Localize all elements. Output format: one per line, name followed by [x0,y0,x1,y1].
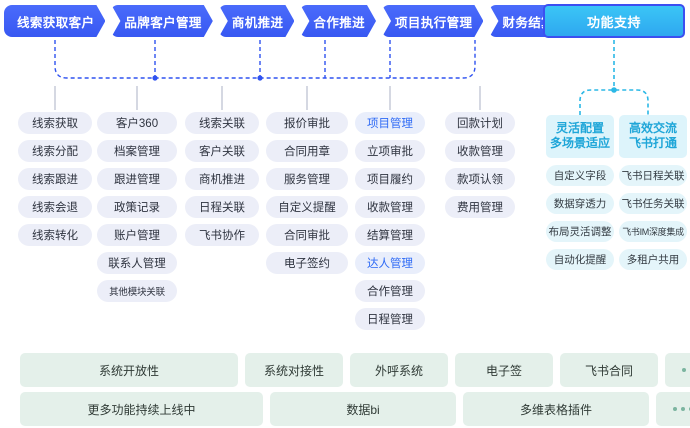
pill-item[interactable]: 合作管理 [355,280,425,302]
support-header[interactable]: 功能支持 [543,4,685,38]
band-cell[interactable]: 电子签 [455,353,553,387]
pill-item[interactable]: 项目管理 [355,112,425,134]
flow-stage-4[interactable]: 合作推进 [300,5,376,37]
flow-stage-1[interactable]: 线索获取客户 [4,5,105,37]
pill-item[interactable]: 跟进管理 [97,168,177,190]
support-pill-item[interactable]: 布局灵活调整 [546,221,614,242]
flow-stage-3[interactable]: 商机推进 [219,5,295,37]
pill-item[interactable]: 服务管理 [266,168,348,190]
pill-item[interactable]: 线索跟进 [18,168,92,190]
ellipsis-icon [682,368,690,372]
pill-item[interactable]: 线索会退 [18,196,92,218]
support-pill-item[interactable]: 飞书IM深度集成 [619,221,687,242]
pill-item[interactable]: 收款管理 [355,196,425,218]
more-options-button[interactable] [656,392,690,426]
pill-item[interactable]: 项目履约 [355,168,425,190]
pill-item[interactable]: 合同审批 [266,224,348,246]
more-options-button[interactable] [665,353,690,387]
support-pill-item[interactable]: 自定义字段 [546,165,614,186]
pill-item[interactable]: 日程关联 [185,196,259,218]
pill-item[interactable]: 联系人管理 [97,252,177,274]
column-lead-acquisition: 线索获取线索分配线索跟进线索会退线索转化 [18,112,92,246]
pill-item[interactable]: 回款计划 [445,112,515,134]
band-cell[interactable]: 系统开放性 [20,353,238,387]
flow-stage-5[interactable]: 项目执行管理 [382,5,483,37]
pill-item[interactable]: 客户关联 [185,140,259,162]
pill-item[interactable]: 商机推进 [185,168,259,190]
support-card-title-line1: 高效交流 [628,121,677,135]
pill-item[interactable]: 线索关联 [185,112,259,134]
support-pill-item[interactable]: 飞书任务关联 [619,193,687,214]
pill-item[interactable]: 款项认领 [445,168,515,190]
pill-item[interactable]: 报价审批 [266,112,348,134]
support-card-header[interactable]: 高效交流飞书打通 [619,115,687,158]
pill-item[interactable]: 达人管理 [355,252,425,274]
pill-item[interactable]: 档案管理 [97,140,177,162]
support-column-flexible-config: 灵活配置多场景适应自定义字段数据穿透力布局灵活调整自动化提醒 [546,115,614,270]
support-card-title-line2: 飞书打通 [628,136,677,150]
band-cell[interactable]: 系统对接性 [245,353,343,387]
pill-item[interactable]: 客户360 [97,112,177,134]
process-flow: 线索获取客户 品牌客户管理 商机推进 合作推进 项目执行管理 财务结算 [4,5,574,37]
pill-item[interactable]: 收款管理 [445,140,515,162]
support-pill-item[interactable]: 数据穿透力 [546,193,614,214]
pill-item[interactable]: 日程管理 [355,308,425,330]
pill-item[interactable]: 政策记录 [97,196,177,218]
support-pill-item[interactable]: 多租户共用 [619,249,687,270]
support-card-title-line2: 多场景适应 [550,136,611,150]
pill-item[interactable]: 飞书协作 [185,224,259,246]
pill-item[interactable]: 立项审批 [355,140,425,162]
bottom-row-openness: 系统开放性系统对接性外呼系统电子签飞书合同 [20,353,690,387]
support-pill-item[interactable]: 自动化提醒 [546,249,614,270]
pill-item[interactable]: 线索转化 [18,224,92,246]
pill-item[interactable]: 线索获取 [18,112,92,134]
band-cell[interactable]: 数据bi [270,392,456,426]
pill-item[interactable]: 电子签约 [266,252,348,274]
band-cell[interactable]: 多维表格插件 [463,392,649,426]
pill-item[interactable]: 自定义提醒 [266,196,348,218]
band-cell[interactable]: 更多功能持续上线中 [20,392,263,426]
pill-item[interactable]: 合同用章 [266,140,348,162]
pill-item[interactable]: 费用管理 [445,196,515,218]
support-card-title-line1: 灵活配置 [555,121,604,135]
support-card-header[interactable]: 灵活配置多场景适应 [546,115,614,158]
pill-item[interactable]: 账户管理 [97,224,177,246]
band-cell[interactable]: 飞书合同 [560,353,658,387]
support-pill-item[interactable]: 飞书日程关联 [619,165,687,186]
pill-item[interactable]: 结算管理 [355,224,425,246]
band-cell[interactable]: 外呼系统 [350,353,448,387]
column-brand-customer: 客户360 档案管理跟进管理政策记录账户管理联系人管理其他模块关联 [97,112,177,302]
pill-item[interactable]: 其他模块关联 [97,280,177,302]
column-opportunity: 线索关联客户关联商机推进日程关联飞书协作 [185,112,259,246]
column-cooperation: 报价审批合同用章服务管理自定义提醒合同审批电子签约 [266,112,348,274]
column-finance-settlement: 回款计划收款管理款项认领费用管理 [445,112,515,218]
support-column-efficient-communication: 高效交流飞书打通飞书日程关联飞书任务关联飞书IM深度集成多租户共用 [619,115,687,270]
ellipsis-icon [673,407,690,411]
flow-stage-2[interactable]: 品牌客户管理 [111,5,212,37]
pill-item[interactable]: 线索分配 [18,140,92,162]
column-project-execution: 项目管理立项审批项目履约收款管理结算管理达人管理合作管理日程管理 [355,112,425,330]
